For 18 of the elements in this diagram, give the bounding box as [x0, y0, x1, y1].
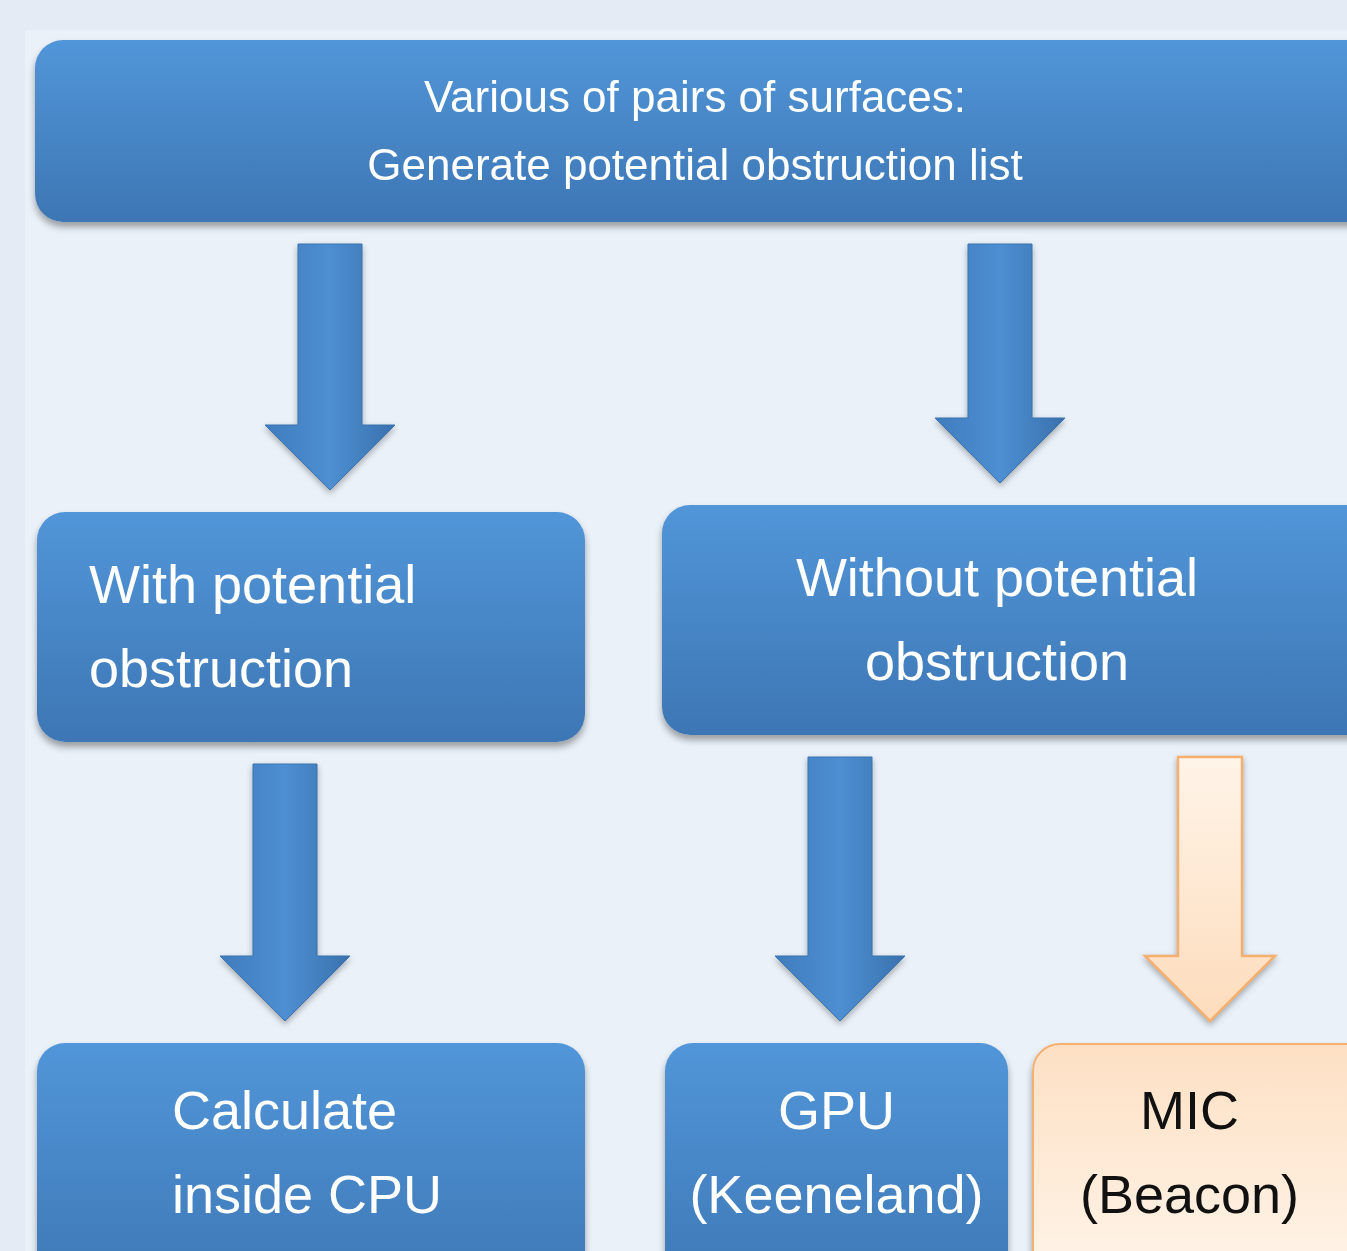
- process-box: [662, 505, 1347, 735]
- box-label: GPU (Keeneland): [688, 1079, 985, 1226]
- box-label: With potential obstruction: [89, 553, 418, 700]
- process-box: [37, 1043, 585, 1251]
- box-label: MIC (Beacon): [1078, 1079, 1301, 1226]
- block-arrow: [264, 243, 396, 491]
- box-label: Various of pairs of surfaces:: [423, 70, 967, 123]
- process-box: [1032, 1043, 1347, 1251]
- block-arrow: [219, 763, 351, 1022]
- block-arrow: [1142, 755, 1278, 1023]
- box-label: Generate potential obstruction list: [367, 139, 1023, 191]
- box-label: Without potential obstruction: [794, 546, 1200, 693]
- process-box: [35, 40, 1347, 222]
- process-box: [665, 1043, 1008, 1251]
- block-arrow: [934, 243, 1066, 484]
- box-label: Calculate inside CPU: [172, 1079, 444, 1226]
- block-arrow: [774, 756, 906, 1022]
- process-box: [37, 512, 585, 742]
